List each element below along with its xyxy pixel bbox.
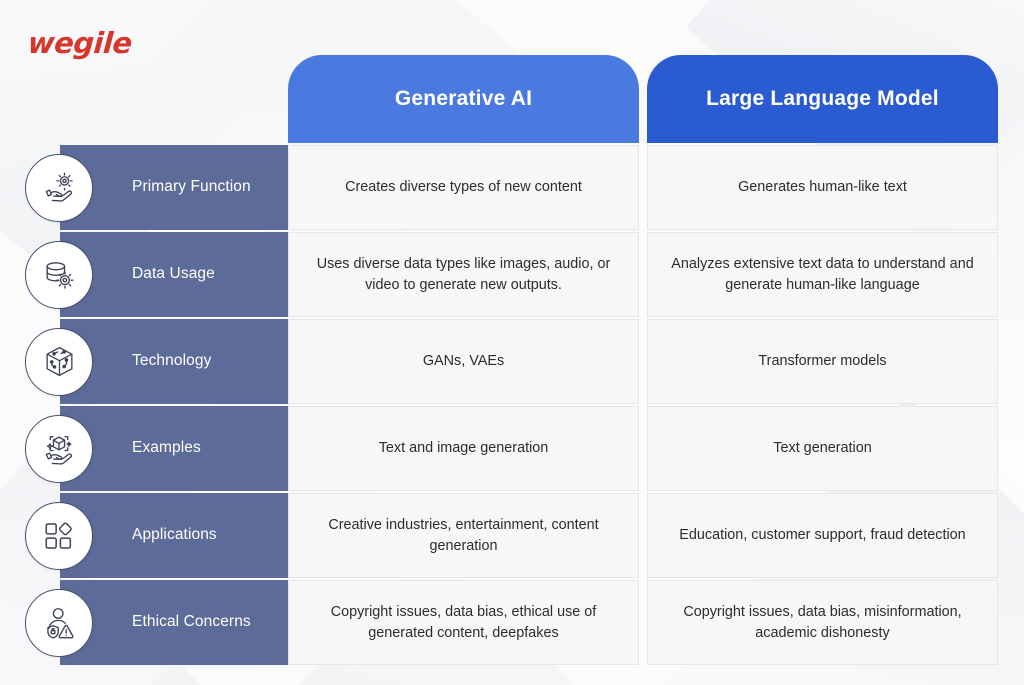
cell-large-language-model: Copyright issues, data bias, misinformat… [647, 580, 998, 665]
cell-generative-ai: Copyright issues, data bias, ethical use… [288, 580, 639, 665]
row-label: Data Usage [132, 265, 215, 283]
row-cells: Creative industries, entertainment, cont… [288, 493, 998, 578]
cell-large-language-model: Transformer models [647, 319, 998, 404]
cell-large-language-model: Text generation [647, 406, 998, 491]
cell-generative-ai: Creates diverse types of new content [288, 145, 639, 230]
person-shield-warning-icon [25, 588, 93, 657]
row-cells: Text and image generation Text generatio… [288, 406, 998, 491]
row-label-bar-applications: Applications [60, 493, 288, 578]
circuit-cube-icon [25, 327, 93, 396]
column-header-generative-ai-label: Generative AI [394, 87, 533, 110]
row-cells: GANs, VAEs Transformer models [288, 319, 998, 404]
cell-large-language-model: Analyzes extensive text data to understa… [647, 232, 998, 317]
row-label-bar-examples: Examples [60, 406, 288, 491]
cell-generative-ai: Text and image generation [288, 406, 639, 491]
row-label-bar-ethical-concerns: Ethical Concerns [60, 580, 288, 665]
hand-sparkle-cube-icon [25, 414, 93, 483]
column-header-large-language-model: Large Language Model [647, 55, 998, 143]
table-row: Applications Creative industries, entert… [0, 493, 1024, 578]
hand-gear-icon [25, 153, 93, 222]
wegile-logo: wegile [26, 26, 133, 60]
column-header-large-language-model-label: Large Language Model [706, 87, 939, 110]
table-row: Data Usage Uses diverse data types like … [0, 232, 1024, 317]
table-row: Ethical Concerns Copyright issues, data … [0, 580, 1024, 665]
row-label: Ethical Concerns [132, 613, 251, 631]
cell-generative-ai: GANs, VAEs [288, 319, 639, 404]
row-label-bar-technology: Technology [60, 319, 288, 404]
row-cells: Uses diverse data types like images, aud… [288, 232, 998, 317]
row-label-bar-primary-function: Primary Function [60, 145, 288, 230]
row-cells: Copyright issues, data bias, ethical use… [288, 580, 998, 665]
row-label: Primary Function [132, 178, 251, 196]
table-row: Technology GANs, VAEs [0, 319, 1024, 404]
row-label-bar-data-usage: Data Usage [60, 232, 288, 317]
table-row: Primary Function Creates diverse types o… [0, 145, 1024, 230]
row-label: Technology [132, 352, 212, 370]
cell-large-language-model: Generates human-like text [647, 145, 998, 230]
table-row: Examples Text and image generation Text … [0, 406, 1024, 491]
row-label: Applications [132, 526, 217, 544]
database-gear-icon [25, 240, 93, 309]
column-headers: Generative AI Large Language Model [288, 55, 998, 143]
shapes-grid-icon [25, 501, 93, 570]
cell-generative-ai: Creative industries, entertainment, cont… [288, 493, 639, 578]
cell-large-language-model: Education, customer support, fraud detec… [647, 493, 998, 578]
comparison-rows: Primary Function Creates diverse types o… [0, 145, 1024, 667]
row-label: Examples [132, 439, 201, 457]
column-header-generative-ai: Generative AI [288, 55, 639, 143]
row-cells: Creates diverse types of new content Gen… [288, 145, 998, 230]
cell-generative-ai: Uses diverse data types like images, aud… [288, 232, 639, 317]
